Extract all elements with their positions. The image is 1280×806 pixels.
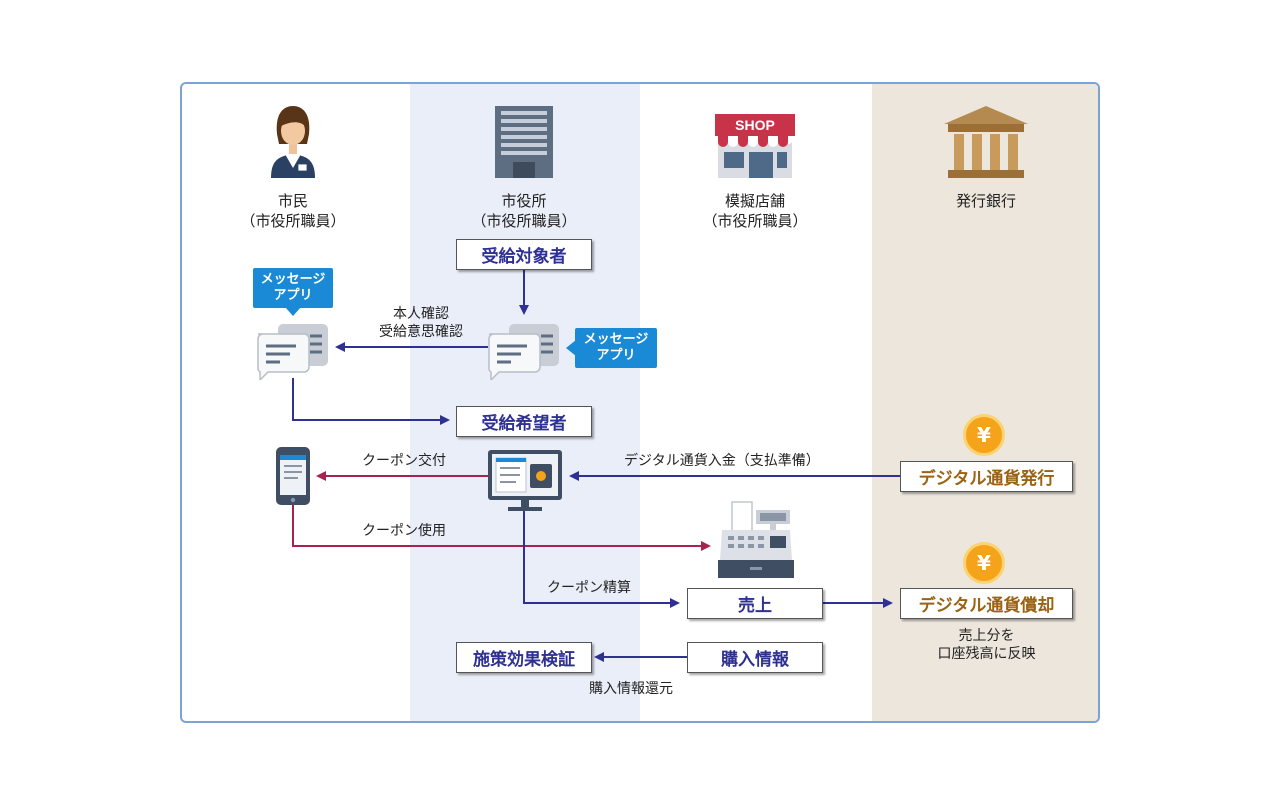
purchase-return-label: 購入情報還元: [589, 681, 673, 697]
bank-label: 発行銀行: [955, 192, 1016, 210]
purchase-info-box: 購入情報: [687, 642, 823, 673]
coupon-use-label: クーポン使用: [362, 523, 446, 539]
bank-icon: [944, 106, 1028, 178]
office-building-icon: [495, 106, 553, 178]
yen-coin-icon: ¥: [963, 414, 1005, 456]
shop-label: 模擬店舗 （市役所職員）: [702, 192, 808, 230]
badge-pointer: [566, 340, 576, 356]
person-icon: [271, 106, 315, 178]
digital-currency-issue-box: デジタル通貨発行: [900, 461, 1073, 492]
svg-text:SHOP: SHOP: [735, 117, 775, 133]
balance-reflect-label: 売上分を 口座残高に反映: [937, 628, 1036, 662]
citizen-label: 市民 （市役所職員）: [240, 192, 346, 230]
bank-lane: [872, 84, 1098, 721]
shop-icon: SHOP: [715, 114, 795, 178]
city-hall-label: 市役所 （市役所職員）: [471, 192, 577, 230]
monitor-icon: [488, 450, 562, 511]
cash-register-icon: [718, 501, 794, 578]
recipients-box: 受給対象者: [456, 239, 592, 270]
yen-coin-icon: ¥: [963, 542, 1005, 584]
citizen-message-app-badge: メッセージ アプリ: [253, 268, 333, 308]
coupon-issue-label: クーポン交付: [362, 453, 446, 469]
sales-box: 売上: [687, 588, 823, 619]
deposit-label: デジタル通貨入金（支払準備）: [624, 453, 820, 469]
chat-bubble-icon: [257, 324, 328, 380]
chat-bubble-icon: [488, 324, 559, 380]
policy-evaluation-box: 施策効果検証: [456, 642, 592, 673]
badge-pointer: [285, 307, 301, 316]
applicants-box: 受給希望者: [456, 406, 592, 437]
city-hall-message-app-badge: メッセージ アプリ: [575, 328, 657, 368]
city-hall-lane: [410, 84, 640, 721]
smartphone-icon: [276, 447, 310, 505]
identity-check-label: 本人確認 受給意思確認: [379, 306, 463, 340]
digital-currency-redeem-box: デジタル通貨償却: [900, 588, 1073, 619]
coupon-settle-label: クーポン精算: [547, 580, 631, 596]
